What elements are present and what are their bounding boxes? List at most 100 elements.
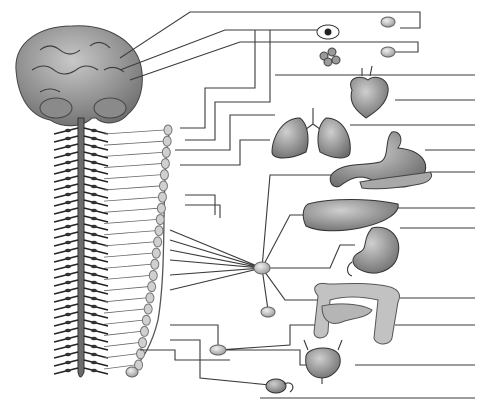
communicating-ramus (104, 287, 148, 291)
chain-ganglion (157, 203, 165, 213)
dorsal-root-ganglion (91, 185, 97, 189)
chain-ganglion (139, 338, 147, 348)
dorsal-root-ganglion (65, 225, 71, 229)
communicating-ramus (104, 186, 159, 190)
dorsal-root-ganglion (65, 273, 71, 277)
dorsal-root-ganglion (65, 217, 71, 221)
brain (16, 26, 142, 126)
chain-ganglion (156, 215, 164, 225)
dorsal-root-ganglion (65, 193, 71, 197)
heart (351, 66, 389, 118)
chain-ganglion (160, 170, 168, 180)
chain-ganglion (142, 315, 150, 325)
submandibular-ganglion (381, 47, 395, 57)
communicating-ramus (104, 197, 158, 201)
dorsal-root-ganglion (91, 193, 97, 197)
communicating-ramus (104, 354, 137, 358)
chain-ganglion (144, 304, 152, 314)
dorsal-root-ganglion (91, 361, 97, 365)
dorsal-root-ganglion (65, 161, 71, 165)
communicating-ramus (104, 275, 149, 279)
dorsal-root-ganglion (65, 345, 71, 349)
chain-ganglion (164, 125, 172, 135)
dorsal-root-ganglion (65, 257, 71, 261)
dorsal-root-ganglion (65, 169, 71, 173)
dorsal-root-ganglion (91, 273, 97, 277)
bladder (304, 340, 342, 384)
communicating-ramus (104, 331, 140, 335)
celiac-ganglion (254, 262, 270, 274)
communicating-ramus (104, 309, 144, 313)
communicating-ramus (104, 175, 160, 179)
dorsal-root-ganglion (91, 137, 97, 141)
dorsal-root-ganglion (65, 265, 71, 269)
dorsal-root-ganglion (65, 369, 71, 373)
dorsal-root-ganglion (91, 353, 97, 357)
communicating-ramus (104, 152, 162, 156)
communicating-ramus (104, 320, 142, 324)
ciliary-ganglion (381, 17, 395, 27)
communicating-ramus (104, 242, 154, 246)
chain-ganglion (158, 192, 166, 202)
dorsal-root-ganglion (91, 289, 97, 293)
communicating-ramus (104, 141, 163, 145)
dorsal-root-ganglion (91, 145, 97, 149)
dorsal-root-ganglion (91, 161, 97, 165)
dorsal-root-ganglion (91, 129, 97, 133)
communicating-ramus (104, 164, 161, 168)
chain-ganglion (154, 237, 162, 247)
dorsal-root-ganglion (91, 153, 97, 157)
chain-ganglion (152, 248, 160, 258)
chain-ganglion (163, 136, 171, 146)
dorsal-root-ganglion (65, 185, 71, 189)
dorsal-root-ganglion (91, 177, 97, 181)
dorsal-root-ganglion (91, 369, 97, 373)
dorsal-root-ganglion (91, 233, 97, 237)
mesenteric-ganglion (261, 307, 275, 317)
dorsal-root-ganglion (91, 169, 97, 173)
communicating-ramus (104, 208, 157, 212)
chain-ganglion (155, 226, 163, 236)
chain-ganglion (149, 270, 157, 280)
dorsal-root-ganglion (65, 305, 71, 309)
chain-ganglion (162, 147, 170, 157)
chain-ganglion (151, 259, 159, 269)
communicating-ramus (104, 130, 164, 134)
dorsal-root-ganglion (91, 281, 97, 285)
communicating-ramus (104, 231, 155, 235)
dorsal-root-ganglion (91, 329, 97, 333)
dorsal-root-ganglion (91, 313, 97, 317)
dorsal-root-ganglion (65, 137, 71, 141)
dorsal-root-ganglion (65, 289, 71, 293)
dorsal-root-ganglion (65, 337, 71, 341)
communicating-ramus (104, 264, 151, 268)
dorsal-root-ganglion (65, 201, 71, 205)
dorsal-root-ganglion (91, 209, 97, 213)
dorsal-root-ganglion (65, 361, 71, 365)
reproductive-organ (266, 379, 293, 393)
chain-ganglion (140, 326, 148, 336)
lungs (272, 108, 350, 158)
small-intestine (322, 304, 372, 324)
dorsal-root-ganglion (91, 345, 97, 349)
dorsal-root-ganglion (65, 249, 71, 253)
dorsal-root-ganglion (65, 145, 71, 149)
dorsal-root-ganglion (91, 337, 97, 341)
chain-ganglion (159, 181, 167, 191)
dorsal-root-ganglion (65, 209, 71, 213)
sympathetic-chain (104, 125, 172, 372)
dorsal-root-ganglion (65, 297, 71, 301)
chain-ganglion (148, 282, 156, 292)
pelvic-ganglion (126, 367, 138, 377)
communicating-ramus (104, 220, 156, 224)
inferior-ganglion (210, 345, 226, 355)
salivary-gland (320, 48, 340, 66)
dorsal-root-ganglion (65, 353, 71, 357)
dorsal-root-ganglion (91, 225, 97, 229)
dorsal-root-ganglion (91, 201, 97, 205)
dorsal-root-ganglion (91, 217, 97, 221)
dorsal-root-ganglion (91, 305, 97, 309)
communicating-ramus (104, 253, 152, 257)
dorsal-root-ganglion (91, 265, 97, 269)
